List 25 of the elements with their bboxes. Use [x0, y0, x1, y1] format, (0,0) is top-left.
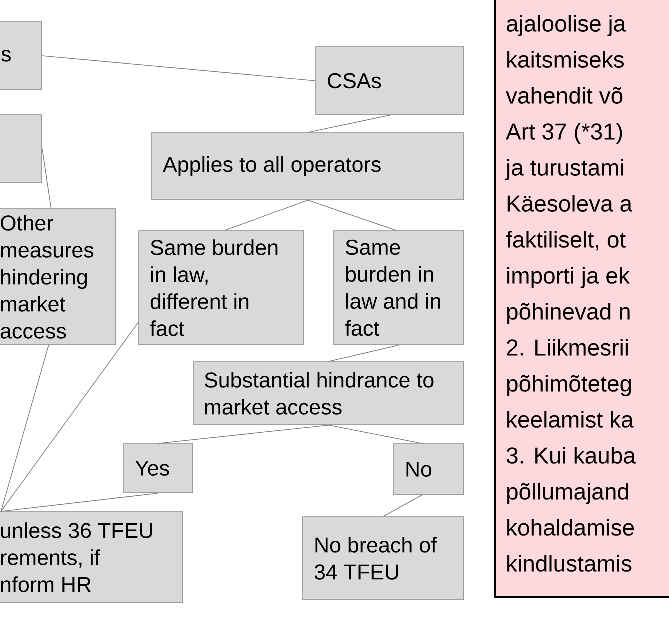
connector-line [42, 148, 52, 209]
connector-line [0, 345, 50, 512]
connector-line [158, 425, 330, 444]
connector-line [383, 495, 422, 517]
connector-line [328, 425, 422, 444]
connector-line [328, 345, 400, 362]
decision-box: unless 36 TFEU rements, if nform HR [0, 512, 184, 604]
decision-box: No breach of 34 TFEU [302, 516, 464, 600]
connector-line [224, 200, 308, 231]
connector-line [0, 322, 139, 512]
decision-box: s [0, 22, 42, 90]
connector-line [42, 56, 316, 82]
decision-box: No [394, 444, 464, 496]
decision-box: Yes [124, 444, 194, 494]
connector-line [0, 493, 159, 512]
empty-box [0, 114, 42, 184]
connector-line [308, 115, 390, 133]
decision-box: Other measures hindering market access [0, 208, 116, 346]
decision-box: CSAs [316, 46, 464, 116]
text-panel: ajaloolise ja kaitsmiseks vahendit võ Art 37 (*31) ja turustami Käesoleva a faktiliselt, ot importi ja ek põhinevad n 2. Liikmesrii põhimõteteg keelamist ka 3. Kui kauba põllumajand kohaldamise kindlustamis [494, 0, 669, 598]
decision-box: Applies to all operators [152, 132, 464, 200]
decision-box: Same burden in law and in fact [334, 230, 464, 346]
decision-box: Substantial hindrance to market access [194, 362, 464, 426]
connector-line [308, 200, 397, 231]
decision-box: Same burden in law, different in fact [138, 230, 304, 346]
